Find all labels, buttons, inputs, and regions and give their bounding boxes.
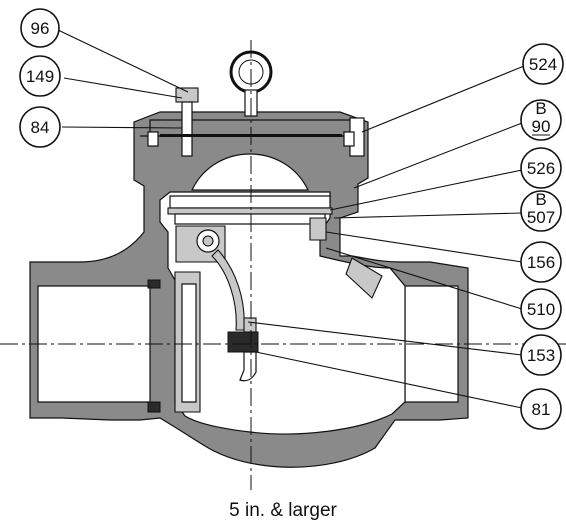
callout-526: 526 — [520, 147, 562, 189]
callout-b90: B 90 — [520, 99, 562, 141]
callout-156: 156 — [520, 241, 562, 283]
svg-text:507: 507 — [527, 208, 555, 227]
center-lines — [0, 40, 566, 490]
svg-text:B: B — [535, 190, 546, 209]
callout-81: 81 — [520, 388, 562, 430]
svg-text:B: B — [535, 99, 546, 118]
callout-84: 84 — [19, 106, 61, 148]
callout-b507: B 507 — [520, 190, 562, 232]
svg-text:524: 524 — [529, 55, 557, 74]
svg-text:81: 81 — [532, 400, 551, 419]
valve-body — [29, 111, 469, 468]
svg-text:526: 526 — [527, 159, 555, 178]
svg-text:156: 156 — [527, 253, 555, 272]
svg-text:96: 96 — [31, 19, 50, 38]
leader-lines — [57, 29, 525, 409]
callout-510: 510 — [520, 288, 562, 330]
callout-149: 149 — [19, 55, 61, 97]
svg-text:84: 84 — [31, 118, 50, 137]
callout-153: 153 — [520, 334, 562, 376]
callout-524: 524 — [522, 43, 564, 85]
svg-text:153: 153 — [527, 346, 555, 365]
svg-text:149: 149 — [26, 67, 54, 86]
svg-text:510: 510 — [527, 300, 555, 319]
callout-96: 96 — [20, 8, 60, 48]
disc-assembly — [147, 217, 383, 413]
diagram-caption: 5 in. & larger — [229, 500, 337, 521]
svg-text:90: 90 — [532, 117, 551, 136]
